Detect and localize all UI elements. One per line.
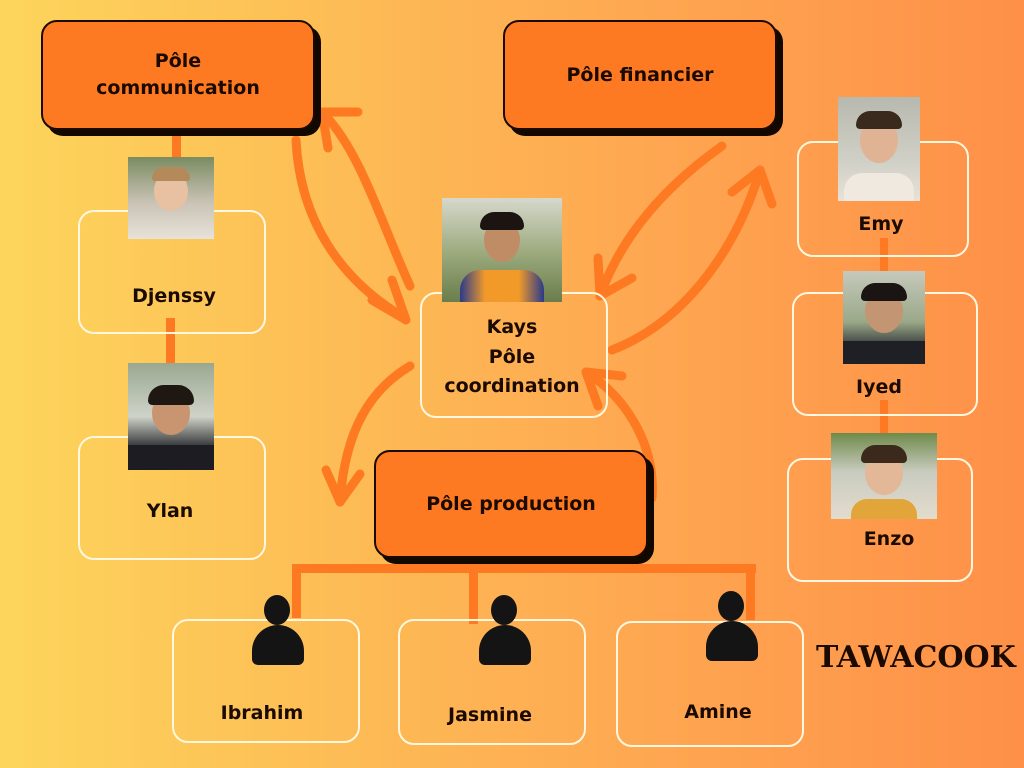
brand-logo: TAWACOOK: [816, 640, 1016, 675]
coordinator-role-line1: Pôle: [488, 346, 536, 368]
pole-production-label: Pôle production: [426, 492, 596, 515]
arrow-head-1: [367, 275, 411, 325]
photo-kays: [442, 198, 562, 302]
member-name-ibrahim: Ibrahim: [220, 702, 304, 724]
member-name-iyed: Iyed: [856, 376, 902, 398]
photo-djenssy: [128, 157, 214, 239]
arrow-prod-to-coord: [581, 367, 657, 503]
arrow-coord-to-fin: [607, 165, 765, 355]
connector-comm: [172, 128, 181, 160]
photo-emy: [838, 97, 920, 201]
member-name-amine: Amine: [684, 701, 752, 723]
pole-communication-line2: communication: [96, 77, 260, 99]
production-drop-1: [292, 564, 301, 618]
arrow-head-2: [317, 107, 363, 153]
connector-djenssy-ylan: [166, 318, 175, 364]
coordinator-name: Kays: [486, 316, 538, 338]
production-bus: [292, 564, 756, 573]
arrow-head-5: [321, 465, 365, 507]
photo-iyed: [843, 271, 925, 364]
member-name-enzo: Enzo: [863, 528, 915, 550]
photo-ylan: [128, 363, 214, 470]
member-card-ibrahim: [172, 619, 360, 743]
coordinator-role-line2: coordination: [444, 375, 580, 397]
person-icon: [252, 595, 306, 667]
arrow-head-6: [581, 367, 627, 411]
arrow-fin-to-coord: [595, 141, 727, 301]
member-card-amine: [616, 621, 804, 747]
pole-financier-label: Pôle financier: [566, 63, 714, 86]
member-name-djenssy: Djenssy: [132, 285, 216, 307]
photo-enzo: [831, 433, 937, 519]
arrow-head-3: [593, 253, 637, 301]
member-name-emy: Emy: [858, 213, 904, 235]
arrow-coord-to-comm: [317, 107, 415, 291]
production-drop-3: [746, 564, 755, 620]
pole-production: Pôle production: [374, 450, 648, 558]
member-name-jasmine: Jasmine: [448, 704, 532, 726]
pole-communication: Pôle communication: [41, 20, 315, 130]
arrow-head-4: [727, 165, 777, 209]
arrow-coord-to-prod: [335, 361, 415, 507]
production-drop-2: [469, 564, 478, 624]
pole-financier: Pôle financier: [503, 20, 777, 130]
person-icon: [706, 591, 760, 663]
connector-iyed-enzo: [880, 400, 888, 436]
member-name-ylan: Ylan: [146, 500, 194, 522]
person-icon: [479, 595, 533, 667]
member-card-jasmine: [398, 619, 586, 745]
pole-communication-line1: Pôle: [154, 50, 202, 72]
